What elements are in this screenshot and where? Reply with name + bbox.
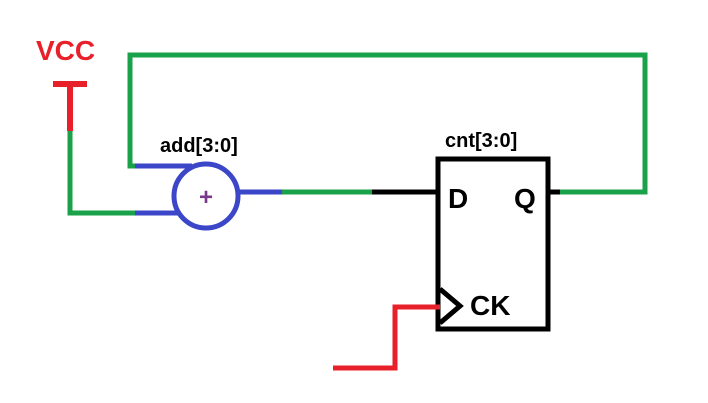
vcc-label: VCC	[36, 35, 95, 66]
adder-label: add[3:0]	[160, 135, 238, 157]
register-q-pin: Q	[514, 183, 536, 214]
feedback-wire	[127, 52, 648, 195]
clock-wire	[333, 304, 440, 371]
vcc-wire	[67, 131, 135, 216]
adder-plus-symbol: +	[199, 184, 213, 211]
register-ck-pin: CK	[470, 290, 510, 321]
clock-triangle-icon	[438, 287, 464, 325]
register-d-pin: D	[448, 183, 468, 214]
adder-circle	[171, 161, 241, 231]
register-label: cnt[3:0]	[445, 130, 517, 152]
